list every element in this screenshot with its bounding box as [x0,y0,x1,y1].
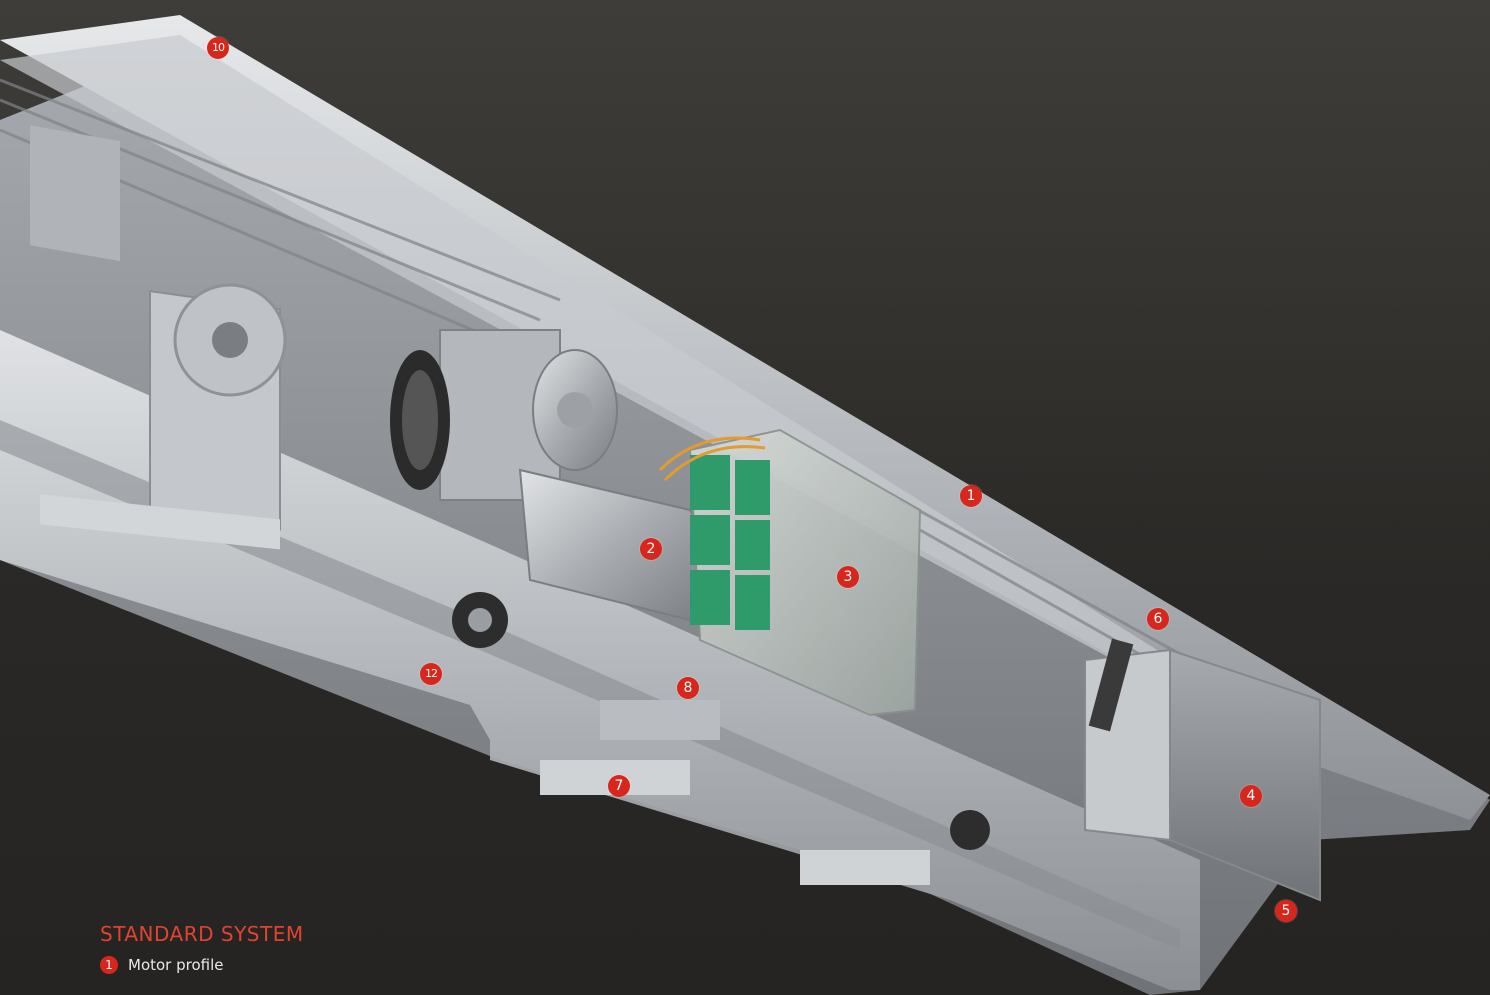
callout-8: 8 [677,677,699,699]
callout-2: 2 [640,538,662,560]
end-bracket [1084,638,1321,902]
legend-number: 1 [100,956,118,974]
callout-12: 12 [420,663,442,685]
callout-6: 6 [1147,608,1169,630]
roller-carriage [452,592,990,885]
legend-item: 1 Motor profile [100,956,304,974]
carriage-left [30,125,287,550]
drive-motor [390,329,706,622]
callout-7: 7 [608,775,630,797]
legend: STANDARD SYSTEM 1 Motor profile [100,922,304,980]
callout-5: 5 [1275,900,1297,922]
control-unit [658,428,922,717]
legend-label: Motor profile [128,956,224,974]
legend-title: STANDARD SYSTEM [100,922,304,946]
callout-10: 10 [207,37,229,59]
callout-4: 4 [1240,785,1262,807]
callout-3: 3 [837,566,859,588]
callout-1: 1 [960,485,982,507]
